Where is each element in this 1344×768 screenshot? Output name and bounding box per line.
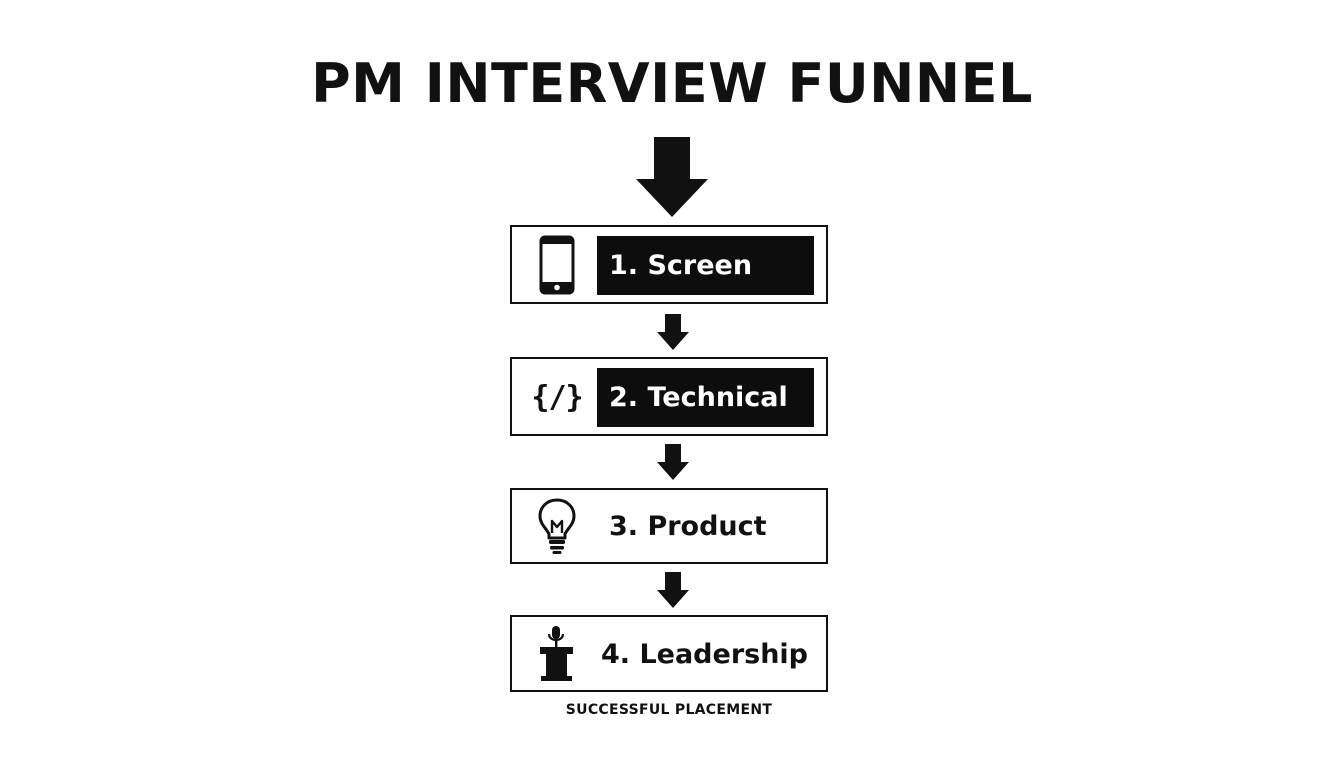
stage-label-technical: 2. Technical bbox=[597, 368, 814, 427]
stage-technical: {/} 2. Technical bbox=[510, 357, 828, 436]
stage-label-screen: 1. Screen bbox=[597, 236, 814, 295]
podium-icon bbox=[526, 623, 588, 683]
flow-arrow-icon bbox=[657, 444, 689, 480]
lightbulb-icon bbox=[526, 496, 588, 556]
code-icon: {/} bbox=[531, 379, 583, 415]
stage-label-product: 3. Product bbox=[609, 511, 767, 542]
funnel-outcome-label: SUCCESSFUL PLACEMENT bbox=[565, 702, 773, 718]
diagram-title: PM INTERVIEW FUNNEL bbox=[311, 52, 1033, 115]
entry-arrow-icon bbox=[636, 137, 708, 217]
stage-leadership: 4. Leadership bbox=[510, 615, 828, 692]
stage-screen: 1. Screen bbox=[510, 225, 828, 304]
stage-label-leadership: 4. Leadership bbox=[601, 638, 809, 670]
stage-product: 3. Product bbox=[510, 488, 828, 564]
flow-arrow-icon bbox=[657, 572, 689, 608]
flow-arrow-icon bbox=[657, 314, 689, 350]
smartphone-icon bbox=[526, 235, 588, 295]
